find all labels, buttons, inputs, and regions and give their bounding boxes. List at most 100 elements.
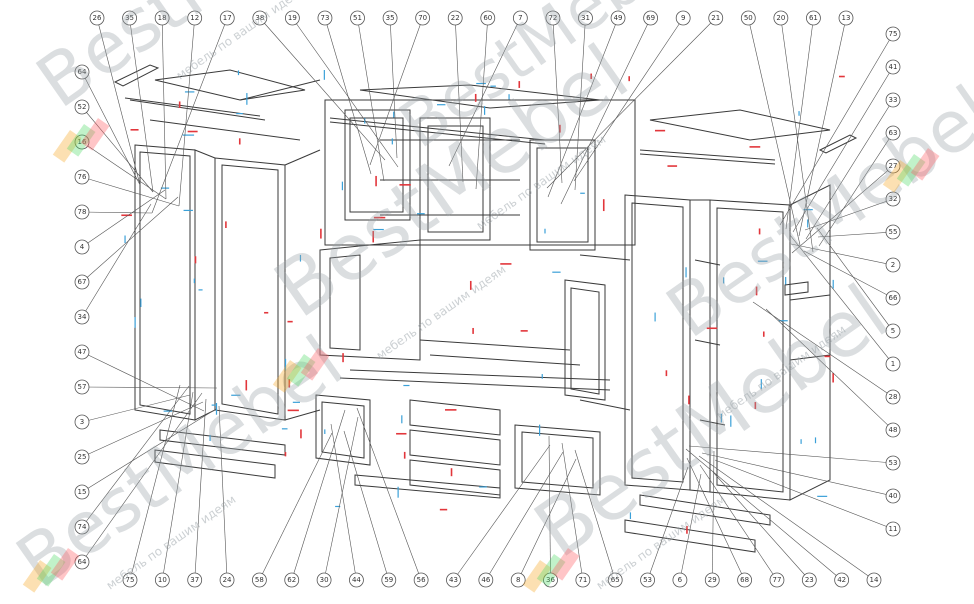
callout-bubble (478, 572, 494, 588)
callout-number: 70 (418, 14, 427, 22)
callout-bubble (672, 572, 688, 588)
callout-bubble (415, 10, 431, 26)
callout-number: 16 (78, 138, 87, 146)
callout-number: 23 (805, 576, 814, 584)
callout-leader (81, 211, 153, 214)
callout-bubble (740, 10, 756, 26)
callout-number: 29 (708, 576, 717, 584)
callout-number: 32 (889, 195, 898, 203)
callout-leader (789, 234, 894, 365)
logo-mark (50, 548, 80, 581)
callout-number: 30 (320, 576, 329, 584)
callout-leader (561, 442, 584, 581)
callout-number: 8 (516, 576, 520, 584)
callout-bubble (801, 572, 817, 588)
callout-bubble (885, 158, 901, 174)
callout-number: 75 (126, 576, 135, 584)
callout-bubble (675, 10, 691, 26)
callout-leader (81, 351, 205, 412)
logo-mark (36, 554, 66, 587)
callout-bubble (187, 10, 203, 26)
callout-bubble (446, 572, 461, 588)
logo-mark (80, 118, 110, 151)
callout-number: 12 (190, 14, 199, 22)
callout-bubble (122, 572, 138, 588)
callout-number: 61 (809, 14, 818, 22)
callout-leader (162, 391, 194, 581)
callout-leader (686, 457, 745, 581)
callout-leader (369, 17, 423, 166)
callout-number: 60 (483, 14, 492, 22)
callout-number: 11 (889, 525, 898, 533)
logo-mark (882, 160, 912, 193)
callout-leader (356, 407, 422, 581)
callout-number: 62 (287, 576, 296, 584)
callout-leader (780, 17, 814, 253)
callout-number: 72 (548, 14, 557, 22)
callout-leader (698, 455, 875, 581)
logo-mark (66, 123, 96, 157)
callout-number: 73 (320, 14, 329, 22)
callout-leader (129, 384, 181, 581)
callout-number: 21 (711, 14, 720, 22)
callout-number: 41 (889, 63, 898, 71)
callout-leader (816, 227, 894, 332)
callout-number: 37 (190, 576, 199, 584)
callout-bubble (74, 64, 90, 80)
callout-number: 53 (889, 459, 898, 467)
callout-bubble (773, 10, 789, 26)
callout-bubble (885, 191, 901, 207)
callout-bubble (885, 455, 901, 471)
callout-bubble (74, 519, 90, 535)
callout-bubble (413, 572, 429, 588)
callout-leader (81, 176, 180, 207)
callout-leader (218, 405, 228, 581)
callout-bubble (640, 572, 655, 588)
callout-number: 10 (158, 576, 167, 584)
callout-number: 28 (889, 393, 898, 401)
callout-leader (714, 459, 894, 530)
callout-number: 58 (255, 576, 264, 584)
callout-leader (765, 308, 894, 431)
left-wardrobe (124, 69, 321, 479)
callout-number: 36 (546, 576, 555, 584)
callout-bubble (74, 99, 90, 115)
callout-number: 53 (643, 576, 652, 584)
callout-bubble (866, 572, 882, 588)
callout-bubble (643, 10, 659, 26)
callout-number: 3 (80, 418, 84, 426)
callout-leader (548, 435, 551, 581)
callout-number: 27 (889, 162, 898, 170)
callout-number: 63 (889, 129, 898, 137)
callout-bubble (74, 344, 90, 360)
callout-leader (259, 17, 386, 161)
callout-number: 35 (386, 14, 395, 22)
logo-mark (300, 348, 330, 381)
callout-leader (343, 430, 390, 581)
right-glass-cabinet (564, 254, 631, 411)
callout-number: 59 (384, 576, 393, 584)
callout-leader (688, 445, 894, 464)
callout-number: 71 (578, 576, 587, 584)
callout-bubble (74, 379, 90, 395)
callout-bubble (708, 10, 724, 26)
callout-leader (194, 398, 207, 581)
small-parts (113, 64, 858, 296)
callout-number: 65 (611, 576, 620, 584)
callout-leader (752, 301, 894, 398)
right-wardrobe (624, 109, 831, 553)
callout-number: 64 (78, 68, 87, 76)
callout-bubble (543, 572, 558, 588)
callout-leader (324, 17, 372, 175)
callout-leader (552, 17, 563, 184)
callout-bubble (74, 554, 90, 570)
callout-leader (779, 33, 894, 226)
logo-mark (536, 553, 566, 587)
callout-bubble (885, 290, 901, 306)
callout-leader (712, 471, 810, 581)
callout-leader (818, 132, 894, 247)
callout-number: 33 (889, 96, 898, 104)
